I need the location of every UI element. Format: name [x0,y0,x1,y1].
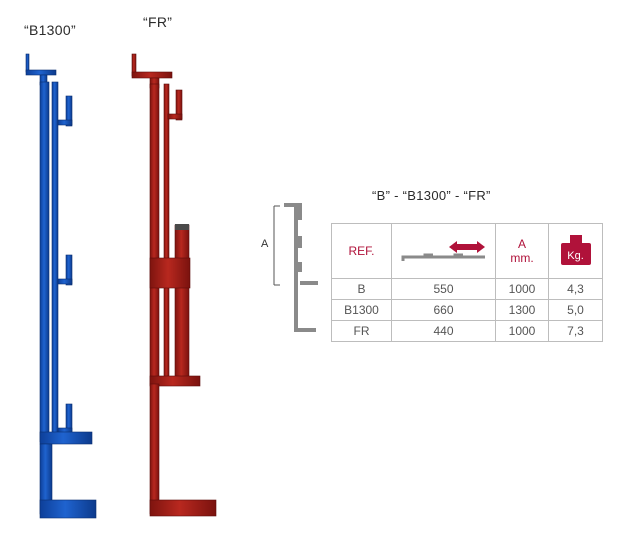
double-arrow-icon [401,240,485,261]
header-width [391,223,496,279]
table-row: B1300 660 1300 5,0 [331,299,603,321]
row-width: 440 [391,320,496,342]
header-weight: Kg. [548,223,603,279]
row-kg: 5,0 [548,299,603,321]
row-kg: 4,3 [548,278,603,300]
row-ref: B1300 [331,299,392,321]
spec-table: REF. A mm. [331,223,603,342]
weight-icon: Kg. [559,233,593,267]
fr-product-label: “FR” [143,14,173,30]
row-ref: FR [331,320,392,342]
table-row: FR 440 1000 7,3 [331,320,603,342]
row-a: 1300 [495,299,549,321]
row-width: 660 [391,299,496,321]
table-row: B 550 1000 4,3 [331,278,603,300]
table-header-row: REF. A mm. [331,223,603,279]
row-ref: B [331,278,392,300]
header-a: A mm. [495,223,549,279]
row-a: 1000 [495,320,549,342]
row-width: 550 [391,278,496,300]
diagram-title: “B” - “B1300” - “FR” [372,188,491,203]
b-profile-diagram [284,203,318,332]
row-kg: 7,3 [548,320,603,342]
row-a: 1000 [495,278,549,300]
dimension-a-label: A [261,238,269,250]
header-ref: REF. [331,223,392,279]
b1300-product-label: “B1300” [24,22,76,38]
